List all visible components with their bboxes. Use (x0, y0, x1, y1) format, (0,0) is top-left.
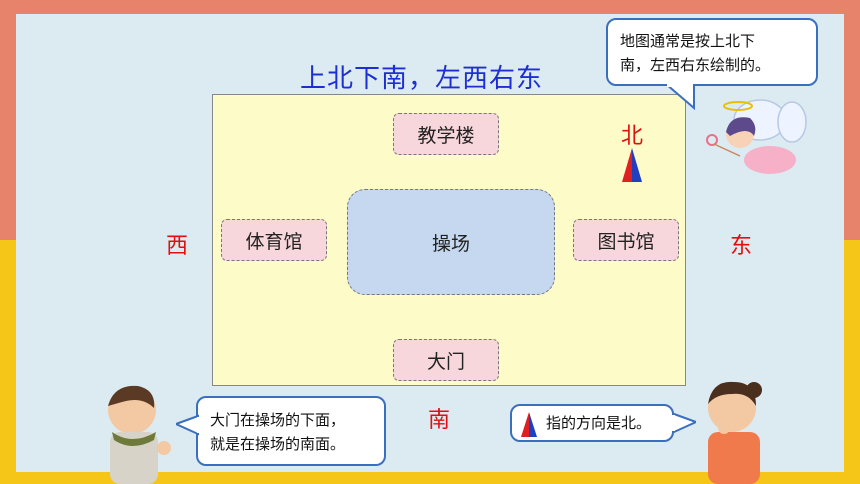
speech-tail-icon (664, 84, 695, 110)
direction-east-label: 东 (730, 234, 753, 259)
building-library: 图书馆 (573, 219, 679, 261)
speech-bubble-bottom-left: 大门在操场的下面， 就是在操场的南面。 (196, 396, 386, 466)
bubble-text-line1: 地图通常是按上北下 (620, 32, 756, 50)
building-teaching: 教学楼 (393, 113, 499, 155)
boy-illustration (108, 385, 171, 484)
bubble-text: 指的方向是北。 (546, 414, 652, 432)
bubble-text-line2: 南，左西右东绘制的。 (620, 56, 771, 74)
map-area: 教学楼 操场 体育馆 图书馆 大门 (212, 94, 686, 386)
speech-bubble-bottom-right: 指的方向是北。 (510, 404, 674, 442)
page-title: 上北下南，左西右东 (300, 64, 544, 94)
direction-west-label: 西 (166, 234, 189, 259)
speech-bubble-top-right: 地图通常是按上北下 南，左西右东绘制的。 (606, 18, 818, 86)
direction-north-label: 北 (621, 124, 644, 149)
compass-arrow-icon (521, 412, 537, 437)
bubble-text-line2: 就是在操场的南面。 (210, 435, 346, 453)
playground: 操场 (347, 189, 555, 295)
bubble-text-line1: 大门在操场的下面， (210, 411, 346, 429)
girl-illustration (708, 381, 762, 484)
building-gym: 体育馆 (221, 219, 327, 261)
fairy-girl-illustration (706, 99, 807, 174)
direction-south-label: 南 (428, 408, 451, 433)
speech-tail-icon (672, 412, 696, 434)
building-gate: 大门 (393, 339, 499, 381)
compass-arrow-icon (622, 148, 642, 182)
speech-tail-icon (176, 414, 200, 436)
